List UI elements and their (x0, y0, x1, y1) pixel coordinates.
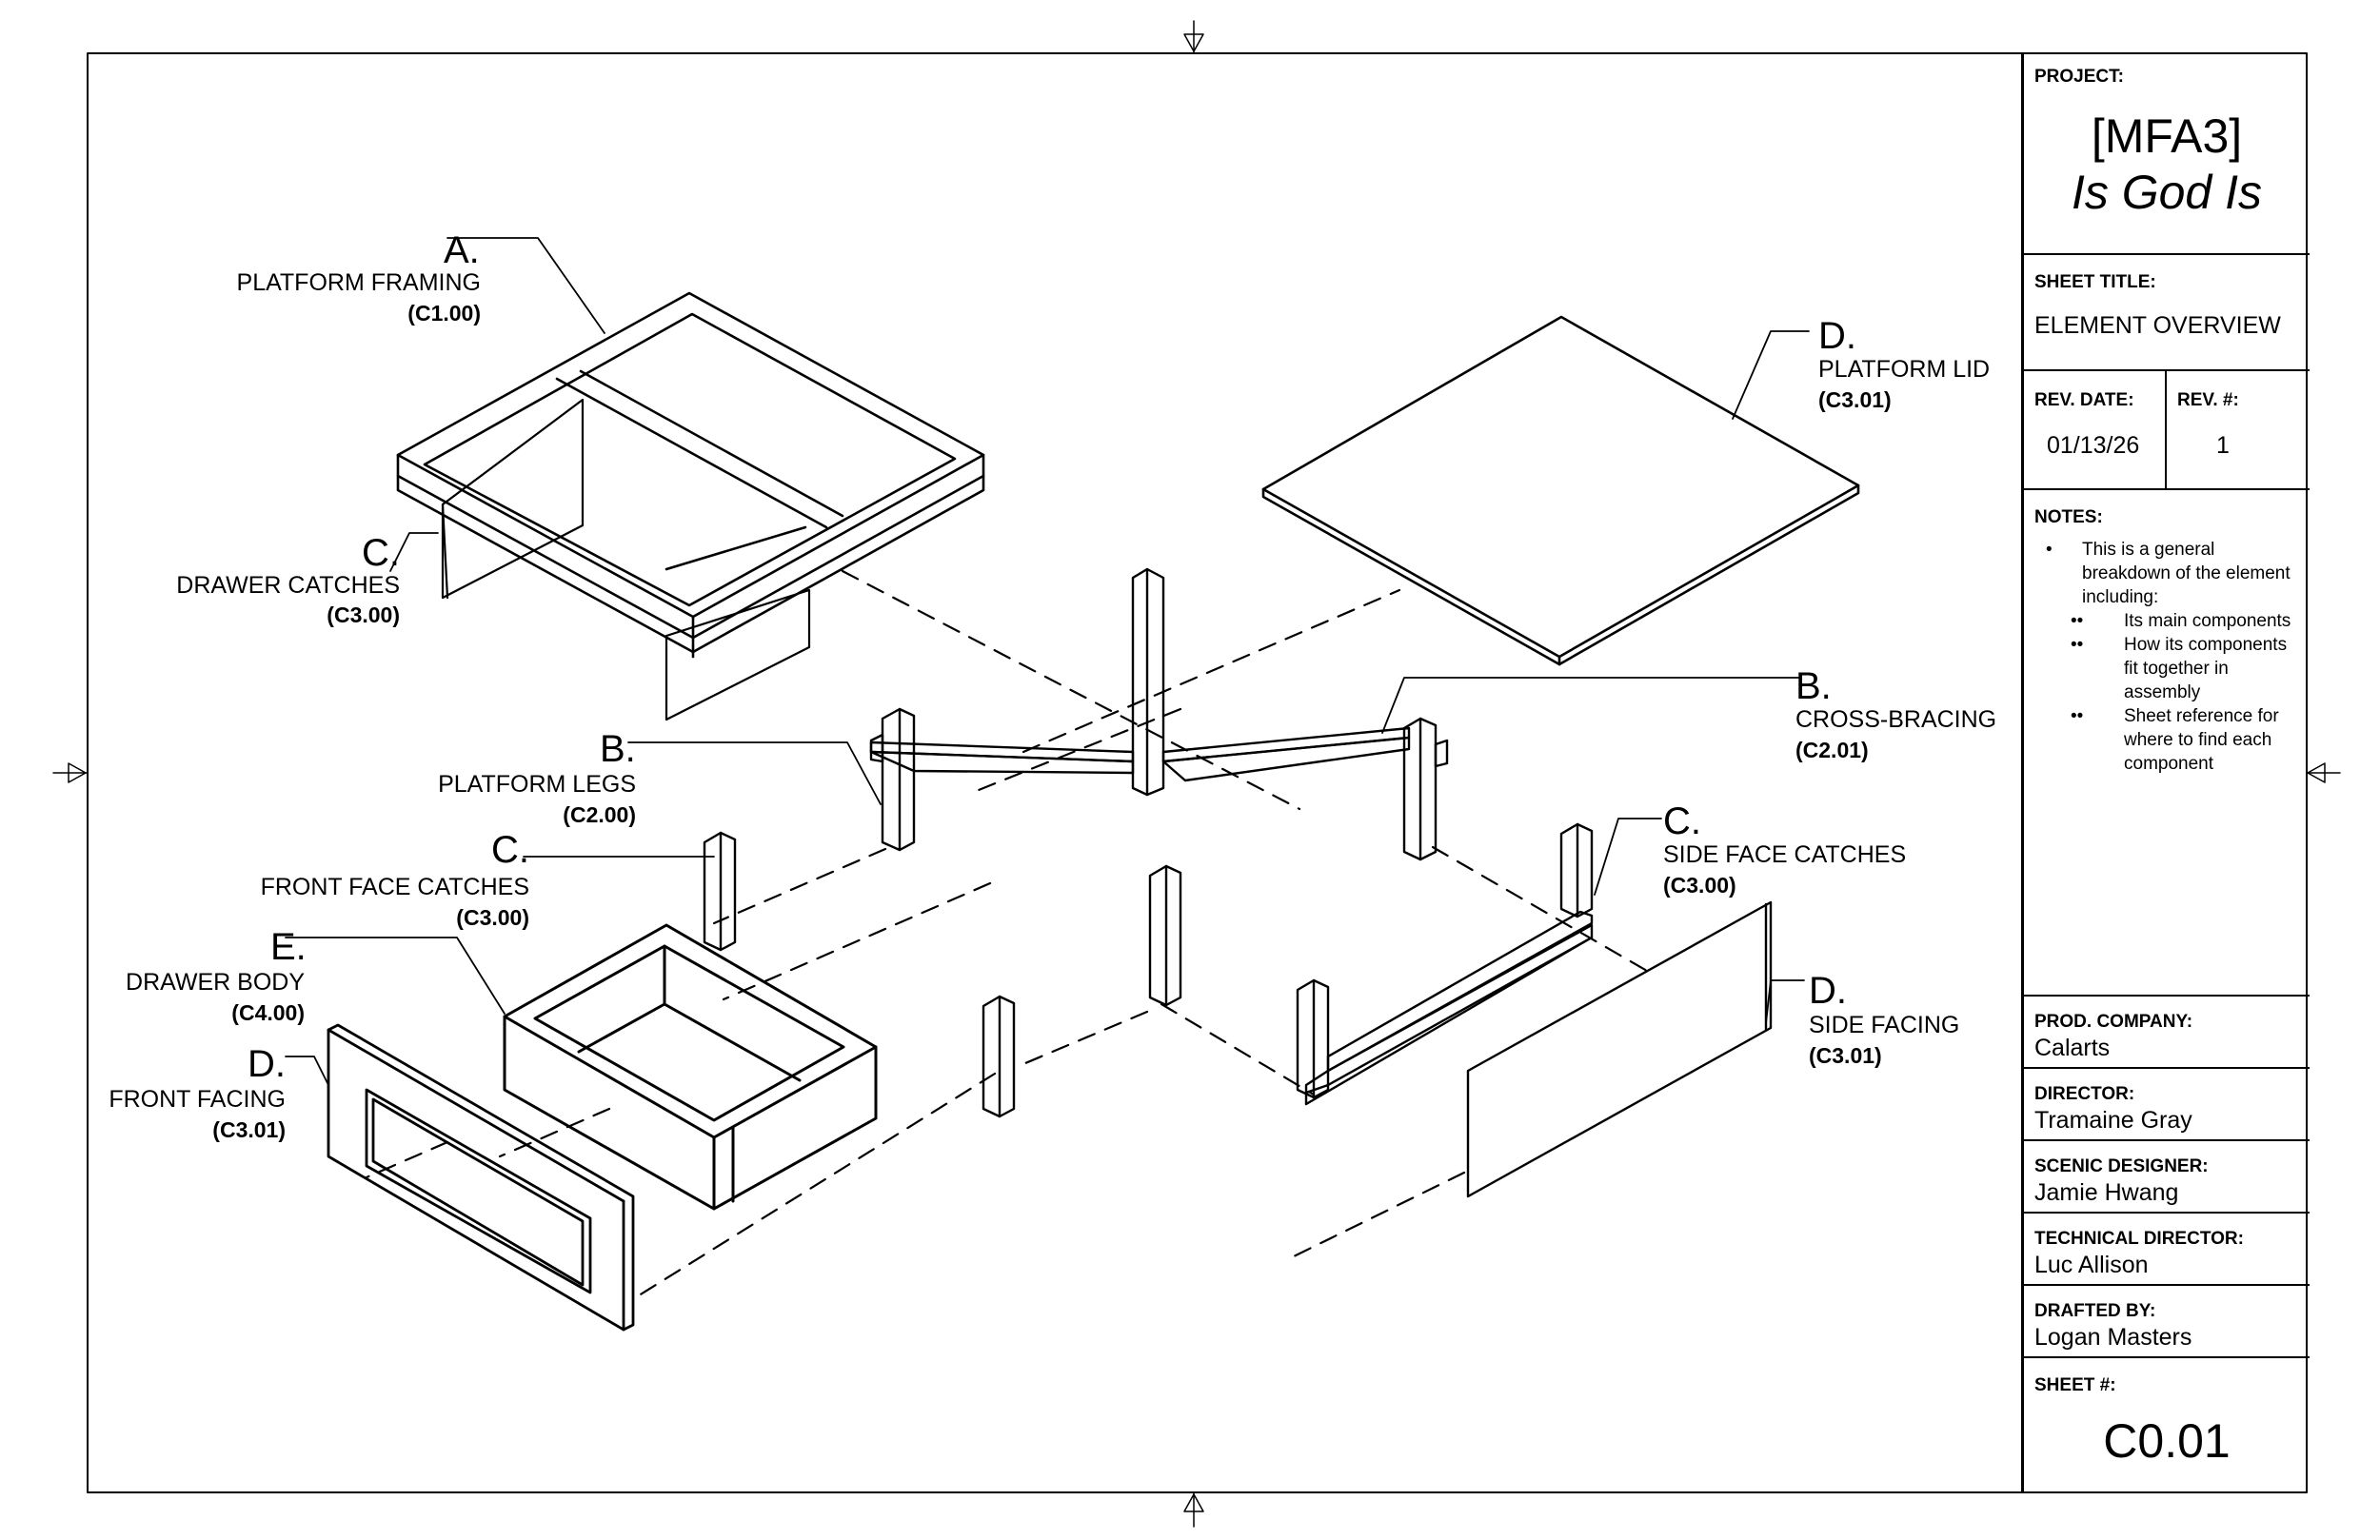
callout-c2-name: FRONT FACE CATCHES (261, 874, 529, 900)
callout-a-letter: A. (444, 229, 480, 271)
cross-bracing (869, 567, 1411, 797)
callout-d3-letter: D. (1809, 970, 1847, 1012)
callout-d2-name: FRONT FACING (109, 1086, 286, 1113)
prod-company-label: PROD. COMPANY: (2034, 1012, 2193, 1032)
notes-label: NOTES: (2034, 507, 2103, 527)
rev-date: 01/13/26 (2047, 432, 2140, 459)
drawer-catch-panels (441, 398, 811, 721)
prod-company-section: PROD. COMPANY: Calarts (2024, 997, 2310, 1069)
project-name: Is God Is (2071, 166, 2263, 219)
project-code: [MFA3] (2091, 109, 2243, 163)
rev-date-cell: REV. DATE: 01/13/26 (2024, 371, 2167, 490)
callout-d2-ref: (C3.01) (212, 1117, 286, 1142)
sheet-title-label: SHEET TITLE: (2034, 272, 2156, 292)
platform-lid (1261, 315, 1860, 666)
side-facing-panel (1466, 900, 1773, 1198)
notes-list: This is a general breakdown of the eleme… (2034, 538, 2301, 776)
callout-b2-letter: B. (600, 728, 636, 770)
note-sub-2: How its components fit together in assem… (2034, 633, 2301, 704)
note-sub-1: Its main components (2034, 609, 2301, 633)
callout-e-ref: (C4.00) (231, 1000, 305, 1025)
note-main: This is a general breakdown of the eleme… (2034, 538, 2301, 609)
scenic-designer: Jamie Hwang (2034, 1179, 2179, 1206)
callout-c1-letter: C. (362, 532, 400, 574)
callout-c3-letter: C. (1663, 800, 1701, 842)
technical-director: Luc Allison (2034, 1252, 2149, 1278)
drawer-body (503, 923, 878, 1211)
director-section: DIRECTOR: Tramaine Gray (2024, 1069, 2310, 1141)
rev-num-cell: REV. #: 1 (2167, 371, 2310, 490)
rev-num: 1 (2216, 432, 2230, 459)
callout-leaders (285, 237, 1810, 1086)
callout-b1-ref: (C2.01) (1795, 738, 1869, 762)
callout-d1-name: PLATFORM LID (1818, 356, 1990, 383)
front-face-catches (703, 831, 1182, 1118)
callout-e-letter: E. (270, 926, 307, 968)
callout-c2-letter: C. (491, 829, 529, 871)
callout-d1-ref: (C3.01) (1818, 387, 1892, 412)
callout-b1-letter: B. (1795, 665, 1832, 707)
front-facing-panel (327, 1023, 635, 1332)
sheet-num-section: SHEET #: C0.01 (2024, 1358, 2310, 1492)
callout-d1-letter: D. (1818, 315, 1856, 357)
technical-director-label: TECHNICAL DIRECTOR: (2034, 1229, 2244, 1249)
sheet-num-label: SHEET #: (2034, 1375, 2116, 1395)
scenic-designer-section: SCENIC DESIGNER: Jamie Hwang (2024, 1141, 2310, 1214)
assembly-lines (365, 569, 1649, 1299)
platform-framing (396, 291, 985, 659)
platform-legs (869, 707, 1449, 861)
callout-c1-name: DRAWER CATCHES (176, 572, 400, 599)
notes-section: NOTES: This is a general breakdown of th… (2024, 490, 2310, 997)
drafted-by: Logan Masters (2034, 1324, 2192, 1351)
centering-marks (52, 20, 2341, 1528)
sheet-num: C0.01 (2103, 1414, 2231, 1468)
scenic-designer-label: SCENIC DESIGNER: (2034, 1156, 2209, 1176)
callout-c3-name: SIDE FACE CATCHES (1663, 841, 1906, 868)
callout-c2-ref: (C3.00) (456, 905, 529, 930)
title-block: PROJECT: [MFA3] Is God Is SHEET TITLE: E… (2021, 53, 2310, 1492)
rev-num-label: REV. #: (2177, 390, 2239, 410)
project-section: PROJECT: [MFA3] Is God Is (2024, 53, 2310, 255)
revision-section: REV. DATE: 01/13/26 REV. #: 1 (2024, 371, 2310, 490)
callout-a-name: PLATFORM FRAMING (237, 269, 481, 296)
callout-d3-name: SIDE FACING (1809, 1012, 1959, 1038)
rev-date-label: REV. DATE: (2034, 390, 2134, 410)
callout-d3-ref: (C3.01) (1809, 1043, 1882, 1068)
sheet-title: ELEMENT OVERVIEW (2034, 312, 2281, 339)
note-sub-3: Sheet reference for where to find each c… (2034, 704, 2301, 776)
callout-b2-name: PLATFORM LEGS (438, 771, 636, 798)
technical-director-section: TECHNICAL DIRECTOR: Luc Allison (2024, 1214, 2310, 1286)
sheet-title-section: SHEET TITLE: ELEMENT OVERVIEW (2024, 255, 2310, 371)
side-face-catches (1296, 822, 1594, 1106)
callout-c1-ref: (C3.00) (327, 602, 400, 627)
director-label: DIRECTOR: (2034, 1084, 2135, 1104)
project-label: PROJECT: (2034, 67, 2124, 87)
callout-d2-letter: D. (248, 1043, 286, 1085)
drafted-by-section: DRAFTED BY: Logan Masters (2024, 1286, 2310, 1358)
callout-b2-ref: (C2.00) (563, 802, 636, 827)
callout-a-ref: (C1.00) (407, 301, 481, 326)
drafted-by-label: DRAFTED BY: (2034, 1301, 2156, 1321)
prod-company: Calarts (2034, 1035, 2111, 1061)
callout-c3-ref: (C3.00) (1663, 873, 1736, 898)
director: Tramaine Gray (2034, 1107, 2192, 1134)
callout-b1-name: CROSS-BRACING (1795, 706, 1996, 733)
callout-e-name: DRAWER BODY (126, 969, 305, 996)
